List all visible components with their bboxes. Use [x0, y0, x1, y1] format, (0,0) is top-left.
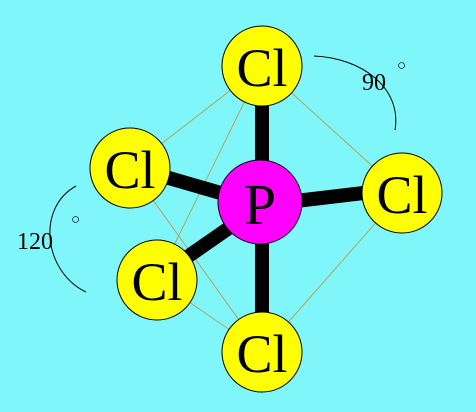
atom-cl-bottom: Cl [221, 311, 303, 393]
atom-cl-top-label: Cl [236, 38, 287, 98]
angle-degree-120: ○ [71, 212, 80, 228]
atom-cl-front: Cl [116, 239, 198, 321]
atom-p-center: P [217, 159, 303, 245]
atom-cl-top: Cl [221, 25, 303, 107]
angle-label-120: 120 [17, 229, 53, 255]
atom-cl-bottom-label: Cl [236, 324, 287, 384]
atom-cl-left-label: Cl [104, 140, 155, 200]
atom-cl-left: Cl [89, 127, 171, 209]
arc-120 [49, 185, 87, 293]
atom-cl-right: Cl [361, 152, 443, 234]
angle-arcs [49, 55, 397, 293]
atom-p-label: P [244, 172, 276, 237]
angle-degree-90: ○ [397, 58, 406, 74]
angle-label-90: 90 [362, 70, 386, 96]
atom-cl-right-label: Cl [376, 165, 427, 225]
atom-cl-front-label: Cl [131, 252, 182, 312]
arc-90 [313, 55, 397, 131]
